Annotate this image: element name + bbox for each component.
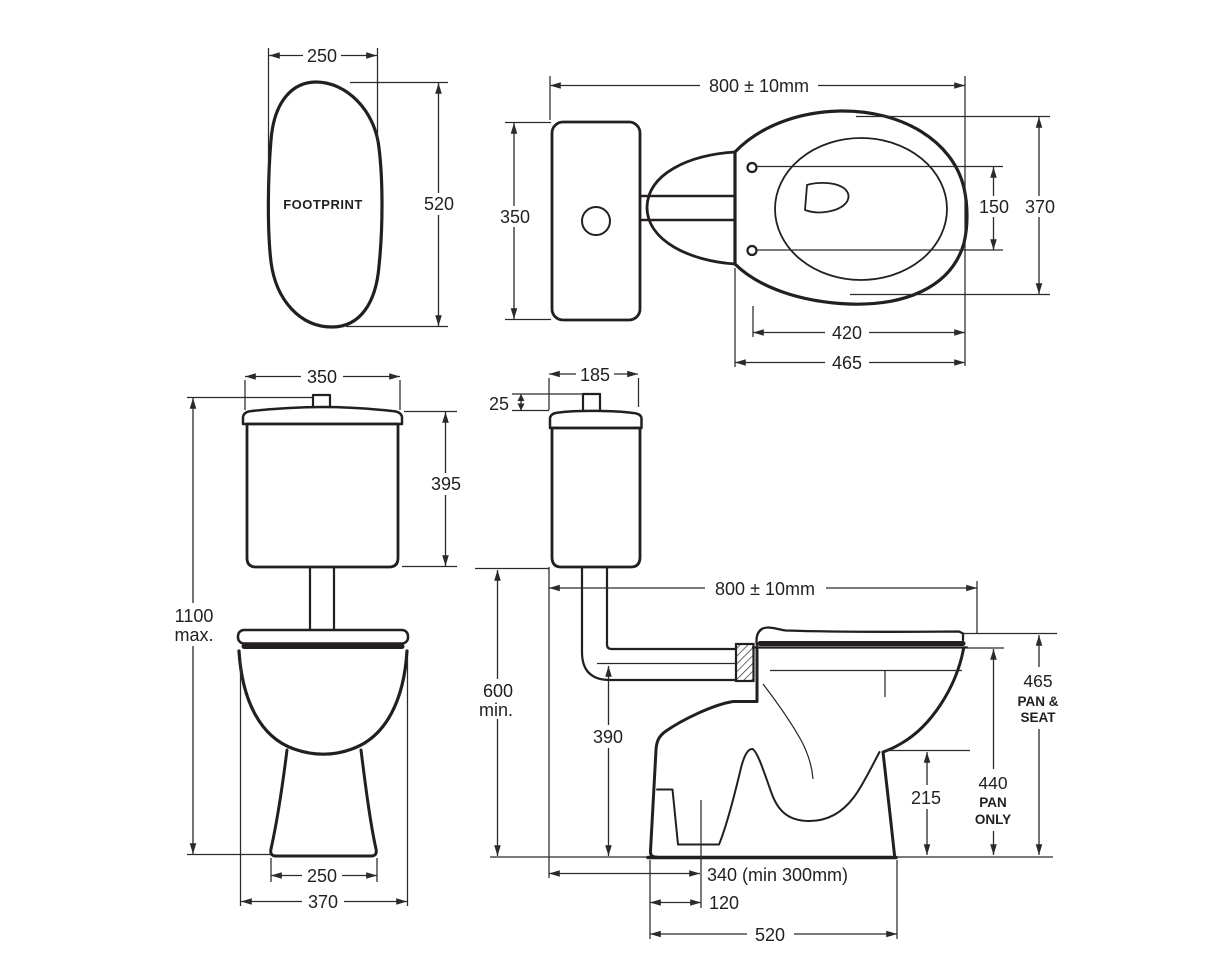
side-cistern-depth-dim: 185 bbox=[580, 365, 610, 385]
footprint-label-bg bbox=[279, 193, 368, 213]
side-button-height-dim: 25 bbox=[489, 394, 509, 414]
front-seat bbox=[236, 628, 410, 645]
front-pedestal bbox=[269, 748, 378, 858]
plan-cistern bbox=[550, 120, 642, 322]
plan-bowl-outline bbox=[733, 109, 969, 306]
front-base-width-dim: 250 bbox=[307, 866, 337, 886]
plan-view: 800 ± 10mm 350 150 370 420 465 bbox=[497, 75, 1059, 373]
footprint-outline bbox=[266, 80, 384, 329]
side-cistern-underside-dim-suffix: min. bbox=[479, 700, 513, 720]
side-pan-back-outline bbox=[881, 647, 965, 857]
side-view: 185 25 80 bbox=[472, 364, 1068, 946]
side-base-depth-dim: 520 bbox=[755, 925, 785, 945]
dim-label-bg bbox=[902, 785, 950, 809]
front-cistern-body bbox=[245, 422, 400, 569]
plan-hinge-bolt-top bbox=[746, 161, 758, 174]
plan-rim-to-back-dim: 465 bbox=[832, 353, 862, 373]
dim-label-bg bbox=[967, 769, 1019, 831]
plan-overall-dim: 800 ± 10mm bbox=[709, 76, 809, 96]
front-cistern-width-dim: 350 bbox=[307, 367, 337, 387]
front-overall-height-dim-suffix: max. bbox=[174, 625, 213, 645]
front-bowl-width-dim: 370 bbox=[308, 892, 338, 912]
side-seat-lid bbox=[755, 626, 965, 648]
dim-label-bg bbox=[169, 603, 217, 646]
dim-label-bg bbox=[497, 206, 533, 227]
side-inlet-height-dim: 390 bbox=[593, 727, 623, 747]
side-rim-step-dim: 215 bbox=[911, 788, 941, 808]
side-pan-seat-label-1: PAN & bbox=[1017, 694, 1058, 709]
side-pan-only-label-2: ONLY bbox=[975, 812, 1011, 827]
front-bowl-outline bbox=[237, 649, 409, 756]
front-cistern-lid bbox=[241, 405, 404, 426]
side-bowl-inner-line bbox=[762, 683, 814, 780]
side-overall-depth-dim: 800 ± 10mm bbox=[715, 579, 815, 599]
side-flush-pipe-inner bbox=[605, 565, 738, 651]
side-outlet-setout-dim: 340 (min 300mm) bbox=[707, 865, 848, 885]
dim-label-bg bbox=[303, 45, 341, 65]
front-view: 350 1100 max. 395 250 bbox=[169, 366, 465, 912]
side-cistern-lid bbox=[548, 409, 643, 430]
dim-label-bg bbox=[825, 352, 869, 373]
side-cistern-underside-dim: 600 bbox=[483, 681, 513, 701]
footprint-view: FOOTPRINT 250 520 bbox=[266, 45, 458, 329]
dim-label-bg bbox=[747, 923, 794, 946]
plan-bowl-width-dim: 370 bbox=[1025, 197, 1055, 217]
side-pan-recess bbox=[656, 748, 881, 846]
plan-flush-button bbox=[581, 206, 611, 236]
dim-label-bg bbox=[1020, 196, 1059, 217]
front-overall-height-dim: 1100 bbox=[175, 606, 214, 626]
dim-label-bg bbox=[1010, 667, 1068, 729]
side-pan-seat-label-2: SEAT bbox=[1020, 710, 1056, 725]
plan-water-spot bbox=[804, 182, 850, 214]
dim-label-bg bbox=[576, 364, 614, 384]
dim-label-bg bbox=[705, 577, 826, 599]
footprint-label: FOOTPRINT bbox=[283, 197, 363, 212]
dim-label-bg bbox=[977, 196, 1011, 217]
front-cistern-height-dim: 395 bbox=[431, 474, 461, 494]
dim-label-bg bbox=[427, 473, 465, 495]
side-inlet-connector bbox=[734, 642, 755, 683]
footprint-length-dim: 520 bbox=[424, 194, 454, 214]
side-pan-front-outline bbox=[648, 647, 759, 859]
plan-hinge-to-back-dim: 420 bbox=[832, 323, 862, 343]
dim-label-bg bbox=[588, 725, 629, 748]
plan-seat-opening bbox=[774, 137, 948, 281]
dim-label-bg bbox=[825, 322, 869, 343]
plan-hinge-span-dim: 150 bbox=[979, 197, 1009, 217]
dim-label-bg bbox=[700, 75, 818, 96]
plan-connector-shroud bbox=[645, 150, 737, 266]
dim-arrow-down bbox=[517, 403, 525, 411]
side-pan-seat-dim: 465 bbox=[1023, 671, 1052, 691]
dim-label-bg bbox=[420, 193, 458, 215]
dim-arrow-up bbox=[517, 394, 525, 401]
dim-label-bg bbox=[472, 679, 524, 719]
dim-label-bg bbox=[301, 366, 343, 386]
dim-label-bg bbox=[302, 865, 342, 886]
dim-label-bg bbox=[302, 891, 344, 912]
side-pan-only-label-1: PAN bbox=[979, 795, 1007, 810]
side-outlet-offset-dim: 120 bbox=[709, 893, 739, 913]
plan-cistern-width-dim: 350 bbox=[500, 207, 530, 227]
side-pan-only-dim: 440 bbox=[978, 773, 1007, 793]
side-cistern-body bbox=[550, 426, 642, 569]
plan-hinge-bolt-bottom bbox=[746, 244, 758, 257]
footprint-width-dim: 250 bbox=[307, 46, 337, 66]
